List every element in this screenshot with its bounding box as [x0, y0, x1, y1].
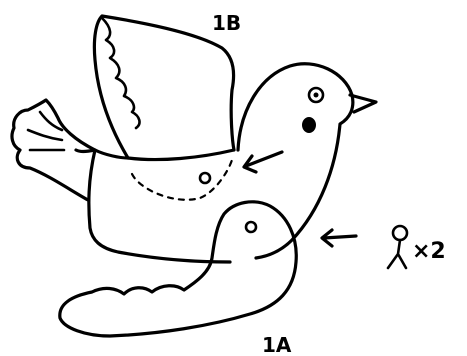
bird-piece-1a — [60, 202, 296, 336]
piece-1a-outline — [60, 202, 296, 336]
bird-wing-outline — [94, 16, 234, 158]
bird-body-outline — [76, 150, 234, 160]
person-icon — [388, 226, 407, 268]
bird-cheek-dot — [302, 117, 316, 133]
bird-eye-inner — [314, 93, 319, 98]
bird-belly-outline — [89, 150, 230, 262]
attachment-hole — [200, 173, 210, 183]
label-1a: 1A — [262, 333, 292, 356]
label-1b: 1B — [212, 11, 241, 35]
bird-body-1b — [12, 16, 376, 262]
arrow-to-hole — [244, 152, 282, 172]
piece-1a-hole — [246, 222, 256, 232]
arrow-to-piece — [322, 230, 356, 246]
quantity-label: ×2 — [412, 239, 446, 264]
placement-dashed-line — [132, 160, 232, 200]
